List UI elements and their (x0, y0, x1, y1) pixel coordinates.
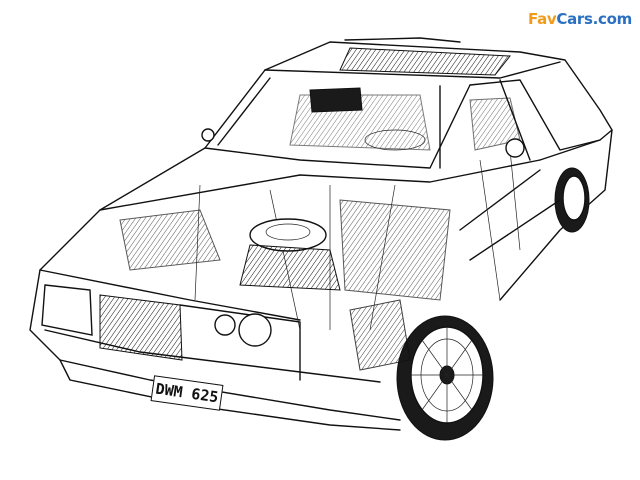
rear-wheel (554, 167, 590, 233)
roof (264, 37, 613, 131)
front-wheel (396, 315, 494, 441)
favcars-watermark: FavCars.com (528, 10, 632, 28)
engine (119, 199, 451, 347)
watermark-fav: Fav (528, 10, 557, 28)
watermark-cars: Cars.com (556, 10, 632, 28)
cabin (204, 69, 601, 169)
chassis (201, 128, 561, 371)
body (29, 129, 613, 431)
